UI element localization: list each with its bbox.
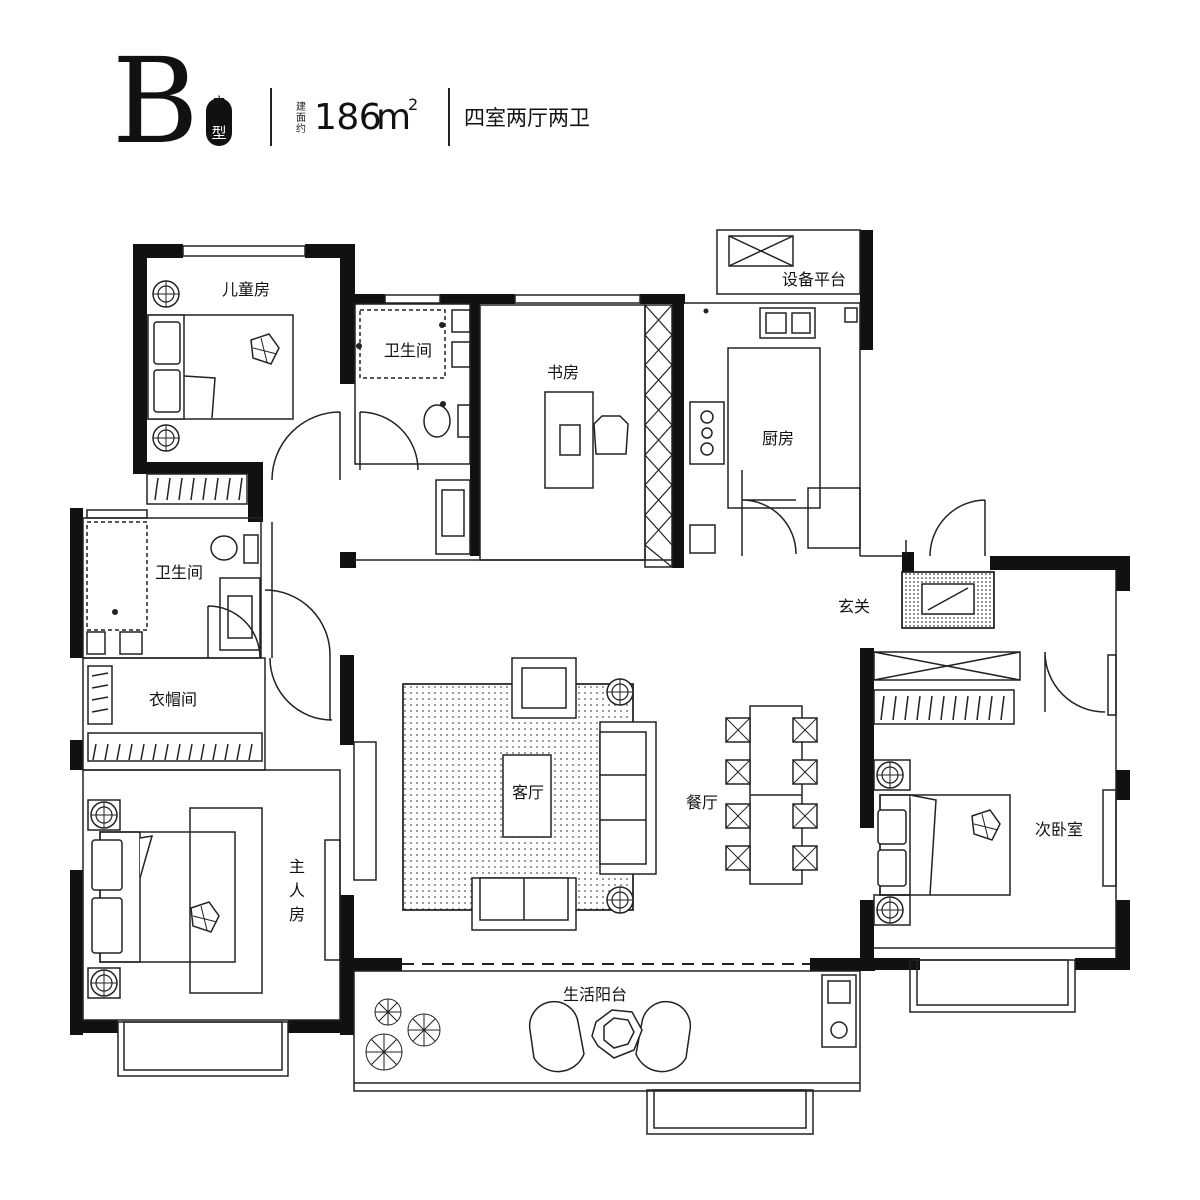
layout-description: 四室两厅两卫 [464,106,590,130]
room-label-living: 客厅 [512,783,544,802]
room-label-entrance: 玄关 [838,597,870,616]
room-labels: 儿童房 卫生间 书房 厨房 设备平台 卫生间 玄关 衣帽间 客厅 餐厅 次卧室 … [149,270,1083,1004]
room-label-study: 书房 [547,363,579,382]
area-label: 建面约 [296,102,306,135]
area-unit: m [376,97,412,138]
unit-type-letter: B [112,32,199,170]
room-label-children: 儿童房 [222,280,270,299]
room-label-bath-top: 卫生间 [384,341,432,360]
walls [70,230,1130,1035]
unit-type-hu: 户 [211,94,227,112]
beds [91,314,937,954]
balcony-furniture [528,1001,692,1073]
plan-header: B 户 型 建面约 186 m 2 四室两厅两卫 [0,0,1200,170]
room-label-second-bedroom: 次卧室 [1035,820,1083,839]
area-value: 186 [314,97,382,138]
study-wardrobe [644,304,673,568]
room-label-master-1: 主 [289,857,305,876]
room-label-cloakroom: 衣帽间 [149,690,197,709]
room-label-bath-left: 卫生间 [155,563,203,582]
room-label-equipment: 设备平台 [782,270,846,289]
room-label-master-2: 人 [289,881,305,900]
doors [207,411,1106,721]
unit-type-badge [206,98,232,146]
thin-lines [82,229,1117,1135]
area-unit-superscript: 2 [408,95,419,114]
room-label-master-3: 房 [289,905,305,924]
plants [365,998,441,1071]
room-label-kitchen: 厨房 [762,429,794,448]
header-divider [448,88,450,146]
room-label-balcony: 生活阳台 [563,985,627,1004]
unit-type-xing: 型 [211,124,227,142]
header-divider [270,88,272,146]
wardrobe-hangers [91,473,1005,761]
room-label-dining: 餐厅 [686,793,718,812]
